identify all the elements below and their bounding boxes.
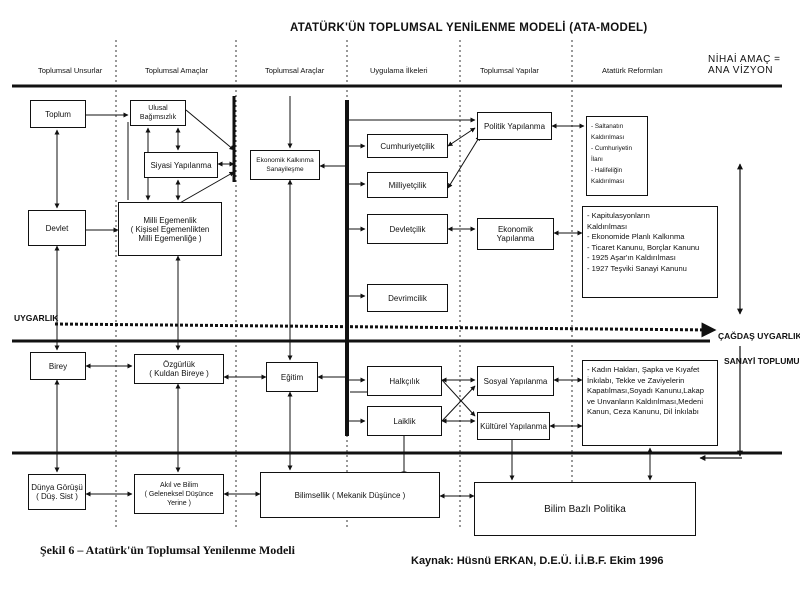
reform-item: - 1925 Aşar'ın Kaldırılması bbox=[587, 253, 676, 262]
box-devlet: Devlet bbox=[28, 210, 86, 246]
box-ozgurluk: Özgürlük ( Kuldan Bireye ) bbox=[134, 354, 224, 384]
box-milli-egemenlik: Milli Egemenlik ( Kişisel Egemenlikten M… bbox=[118, 202, 222, 256]
box-cumhuriyetcilik: Cumhuriyetçilik bbox=[367, 134, 448, 158]
box-siyasi-yapilanma: Siyasi Yapılanma bbox=[144, 152, 218, 178]
box-bilim-bazli-politika: Bilim Bazlı Politika bbox=[474, 482, 696, 536]
reform-item: ve Unvanların Kaldırılması,Medeni bbox=[587, 396, 704, 406]
box-halkcilik: Halkçılık bbox=[367, 366, 442, 396]
box-egitim: Eğitim bbox=[266, 362, 318, 392]
column-header-ilkeler: Uygulama İlkeleri bbox=[370, 66, 428, 75]
reform-item: - Ekonomide Planlı Kalkınma bbox=[587, 232, 685, 241]
box-ulusal-bagimsizlik: Ulusal Bağımsızlık bbox=[130, 100, 186, 126]
band-sanayi-toplumu: SANAYİ TOPLUMU bbox=[724, 356, 800, 366]
diagram-title: ATATÜRK'ÜN TOPLUMSAL YENİLENME MODELİ (A… bbox=[290, 22, 648, 34]
box-sosyal-yapilanma: Sosyal Yapılanma bbox=[477, 366, 554, 396]
reform-item: - Saltanatın bbox=[591, 123, 624, 130]
reform-item: Kaldırılması bbox=[591, 178, 625, 185]
reform-item: - Kadın Hakları, Şapka ve Kıyafet bbox=[587, 365, 700, 374]
box-ekonomik-yapilanma: Ekonomik Yapılanma bbox=[477, 218, 554, 250]
column-header-reformlar: Atatürk Reformları bbox=[602, 66, 663, 75]
column-header-yapilar: Toplumsal Yapılar bbox=[480, 66, 539, 75]
box-akil-ve-bilim: Akıl ve Bilim ( Geleneksel Düşünce Yerin… bbox=[134, 474, 224, 514]
box-dunya-gorusu: Dünya Görüşü ( Düş. Sist ) bbox=[28, 474, 86, 510]
box-devrimcilik: Devrimcilik bbox=[367, 284, 448, 312]
reforms-ekonomik: - Kapitulasyonların Kaldırılması - Ekono… bbox=[582, 206, 718, 298]
box-bilimsellik: Bilimsellik ( Mekanik Düşünce ) bbox=[260, 472, 440, 518]
reform-item: Kanun, Ceza Kanunu, Dil İnkılabı bbox=[587, 407, 699, 416]
reforms-sosyal: - Kadın Hakları, Şapka ve Kıyafet İnkıla… bbox=[582, 360, 718, 446]
figure-caption: Şekil 6 – Atatürk'ün Toplumsal Yenilenme… bbox=[40, 543, 295, 557]
box-ekonomik-kalkinma: Ekonomik Kalkınma Sanayileşme bbox=[250, 150, 320, 180]
reform-item: Kaldırılması bbox=[587, 221, 628, 231]
nihai-amac-line1: NİHAİ AMAÇ = bbox=[708, 54, 781, 65]
box-laiklik: Laiklik bbox=[367, 406, 442, 436]
column-header-araclar: Toplumsal Araçlar bbox=[265, 66, 325, 75]
reform-item: Kapatılması,Soyadı Kanunu,Lakap bbox=[587, 386, 704, 395]
figure-source: Kaynak: Hüsnü ERKAN, D.E.Ü. İ.İ.B.F. Eki… bbox=[411, 555, 664, 567]
reform-item: İnkılabı, Tekke ve Zaviyelerin bbox=[587, 375, 685, 385]
reform-item: Kaldırılması bbox=[591, 134, 625, 141]
band-cagdas-uygarlik: ÇAĞDAŞ UYGARLIK bbox=[718, 331, 800, 341]
reform-item: İlanı bbox=[591, 156, 603, 163]
box-politik-yapilanma: Politik Yapılanma bbox=[477, 112, 552, 140]
box-milliyetcilik: Milliyetçilik bbox=[367, 172, 448, 198]
box-birey: Birey bbox=[30, 352, 86, 380]
nihai-amac-line2: ANA VİZYON bbox=[708, 65, 774, 76]
reform-item: - Kapitulasyonların bbox=[587, 211, 650, 220]
box-kulturel-yapilanma: Kültürel Yapılanma bbox=[477, 412, 550, 440]
box-toplum: Toplum bbox=[30, 100, 86, 128]
box-devletcilik: Devletçilik bbox=[367, 214, 448, 244]
nihai-amac-label: NİHAİ AMAÇ = ANA VİZYON bbox=[708, 54, 780, 76]
reform-item: - Cumhuriyetin bbox=[591, 145, 632, 152]
reform-item: - Halifeliğin bbox=[591, 167, 623, 174]
column-header-unsurlar: Toplumsal Unsurlar bbox=[38, 66, 103, 75]
reforms-politik: - Saltanatın Kaldırılması - Cumhuriyetin… bbox=[586, 116, 648, 196]
column-header-amaclar: Toplumsal Amaçlar bbox=[145, 66, 208, 75]
reform-item: - Ticaret Kanunu, Borçlar Kanunu bbox=[587, 242, 700, 252]
band-uygarlik: UYGARLIK bbox=[14, 313, 59, 323]
reform-item: - 1927 Teşviki Sanayi Kanunu bbox=[587, 263, 687, 273]
